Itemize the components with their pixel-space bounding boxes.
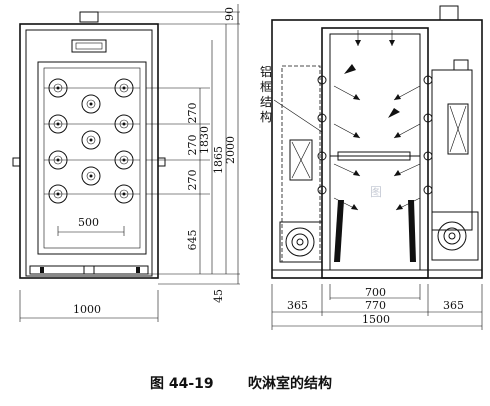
dim-total-height: 2000 (224, 136, 237, 164)
front-cabinet-inner (25, 29, 153, 277)
dim-side-right: 365 (443, 299, 464, 312)
frame-label-1: 铝 (260, 64, 272, 79)
watermark: 图 (370, 185, 382, 199)
frame-label-leader (273, 99, 323, 133)
dim-lower: 645 (186, 230, 199, 251)
dim-spacing-3: 270 (186, 170, 199, 191)
right-fan-icon (431, 211, 479, 261)
right-hinge-icon (157, 157, 166, 167)
nozzle-grid (44, 78, 140, 204)
top-fan-duct (439, 5, 459, 21)
right-filter (447, 103, 469, 155)
nozzle-icon (81, 166, 101, 186)
left-air-duct (281, 65, 321, 263)
frame-label-3: 结 (260, 95, 272, 109)
dim-spacing-2: 270 (186, 135, 199, 156)
dim-door-inner: 700 (365, 286, 386, 299)
front-cabinet-outline (19, 23, 159, 279)
figure-caption: 图 44-19 吹淋室的结构 (150, 375, 332, 392)
dim-door-outer: 770 (365, 299, 386, 312)
dim-bottom-offset: 45 (212, 289, 225, 303)
figure-number: 图 44-19 (150, 376, 214, 392)
nozzle-icon (81, 130, 101, 150)
front-view: 500 270 270 270 645 1830 1865 2000 90 45… (12, 4, 240, 322)
dim-inner-height: 1830 (198, 126, 211, 154)
side-view: 铝 框 结 构 图 700 365 770 365 1500 (260, 5, 483, 330)
frame-label-4: 构 (260, 109, 272, 124)
dim-top-offset: 90 (223, 7, 236, 21)
dim-side-left: 365 (287, 299, 308, 312)
dim-front-width: 1000 (73, 303, 101, 316)
right-air-duct (431, 69, 473, 231)
left-hinge-icon (12, 157, 21, 167)
dim-side-width: 1500 (362, 313, 390, 326)
control-panel (71, 39, 107, 53)
dim-mid-height: 1865 (212, 146, 225, 174)
side-cabinet-outline (271, 19, 483, 279)
dim-nozzle-span: 500 (78, 216, 99, 229)
shower-chamber (321, 27, 429, 279)
left-filter (289, 139, 313, 181)
airflow-arrows (333, 30, 421, 211)
right-deflector (408, 200, 416, 262)
nozzle-panel (37, 61, 147, 255)
frame-label-2: 框 (260, 80, 272, 94)
figure-title: 吹淋室的结构 (248, 375, 332, 392)
left-fan-icon (279, 221, 323, 263)
top-vent-cap (79, 11, 99, 23)
dim-spacing-1: 270 (186, 103, 199, 124)
left-deflector (334, 200, 344, 262)
side-nozzles (317, 75, 433, 195)
front-base-rail (29, 265, 149, 275)
nozzle-icon (81, 94, 101, 114)
